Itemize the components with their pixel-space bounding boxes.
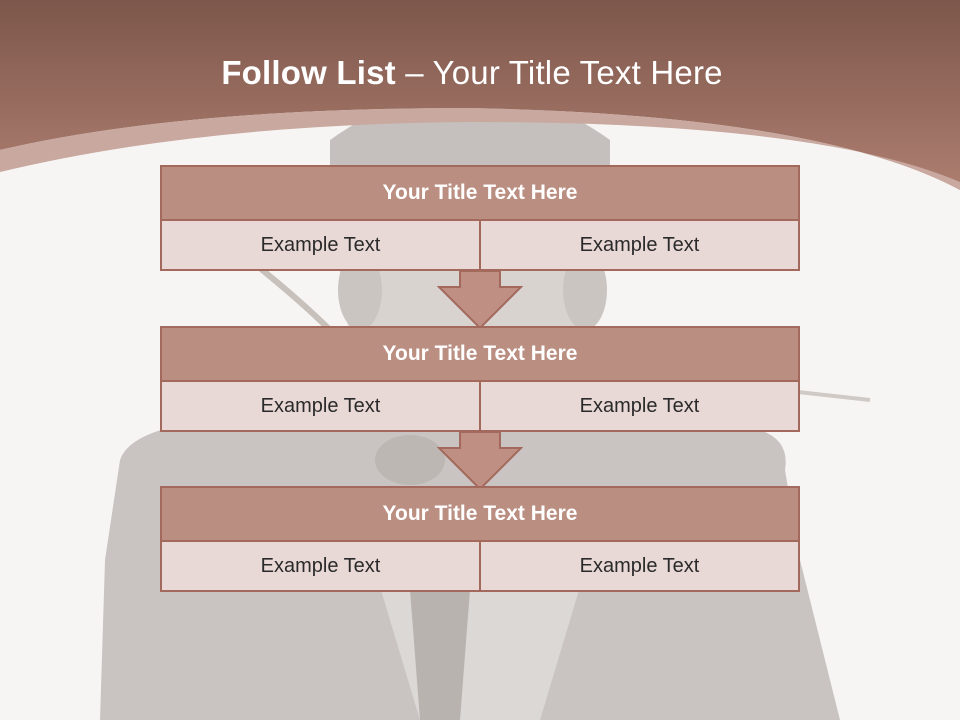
block-title: Your Title Text Here — [160, 326, 800, 382]
slide-title: Follow List – Your Title Text Here — [0, 54, 944, 92]
block-item: Example Text — [481, 221, 800, 271]
header-band — [0, 0, 960, 190]
block-title: Your Title Text Here — [160, 486, 800, 542]
block-row: Example Text Example Text — [160, 221, 800, 271]
title-bold: Follow List — [221, 54, 396, 91]
block-item: Example Text — [160, 221, 481, 271]
block-item: Example Text — [160, 542, 481, 592]
list-block-1: Your Title Text Here Example Text Exampl… — [160, 165, 800, 271]
list-block-2: Your Title Text Here Example Text Exampl… — [160, 326, 800, 432]
down-arrow-connector-2 — [437, 431, 523, 491]
block-item: Example Text — [160, 382, 481, 432]
block-row: Example Text Example Text — [160, 542, 800, 592]
list-block-3: Your Title Text Here Example Text Exampl… — [160, 486, 800, 592]
down-arrow-connector-1 — [437, 270, 523, 330]
title-rest: – Your Title Text Here — [405, 54, 723, 91]
block-title: Your Title Text Here — [160, 165, 800, 221]
block-row: Example Text Example Text — [160, 382, 800, 432]
block-item: Example Text — [481, 382, 800, 432]
block-item: Example Text — [481, 542, 800, 592]
